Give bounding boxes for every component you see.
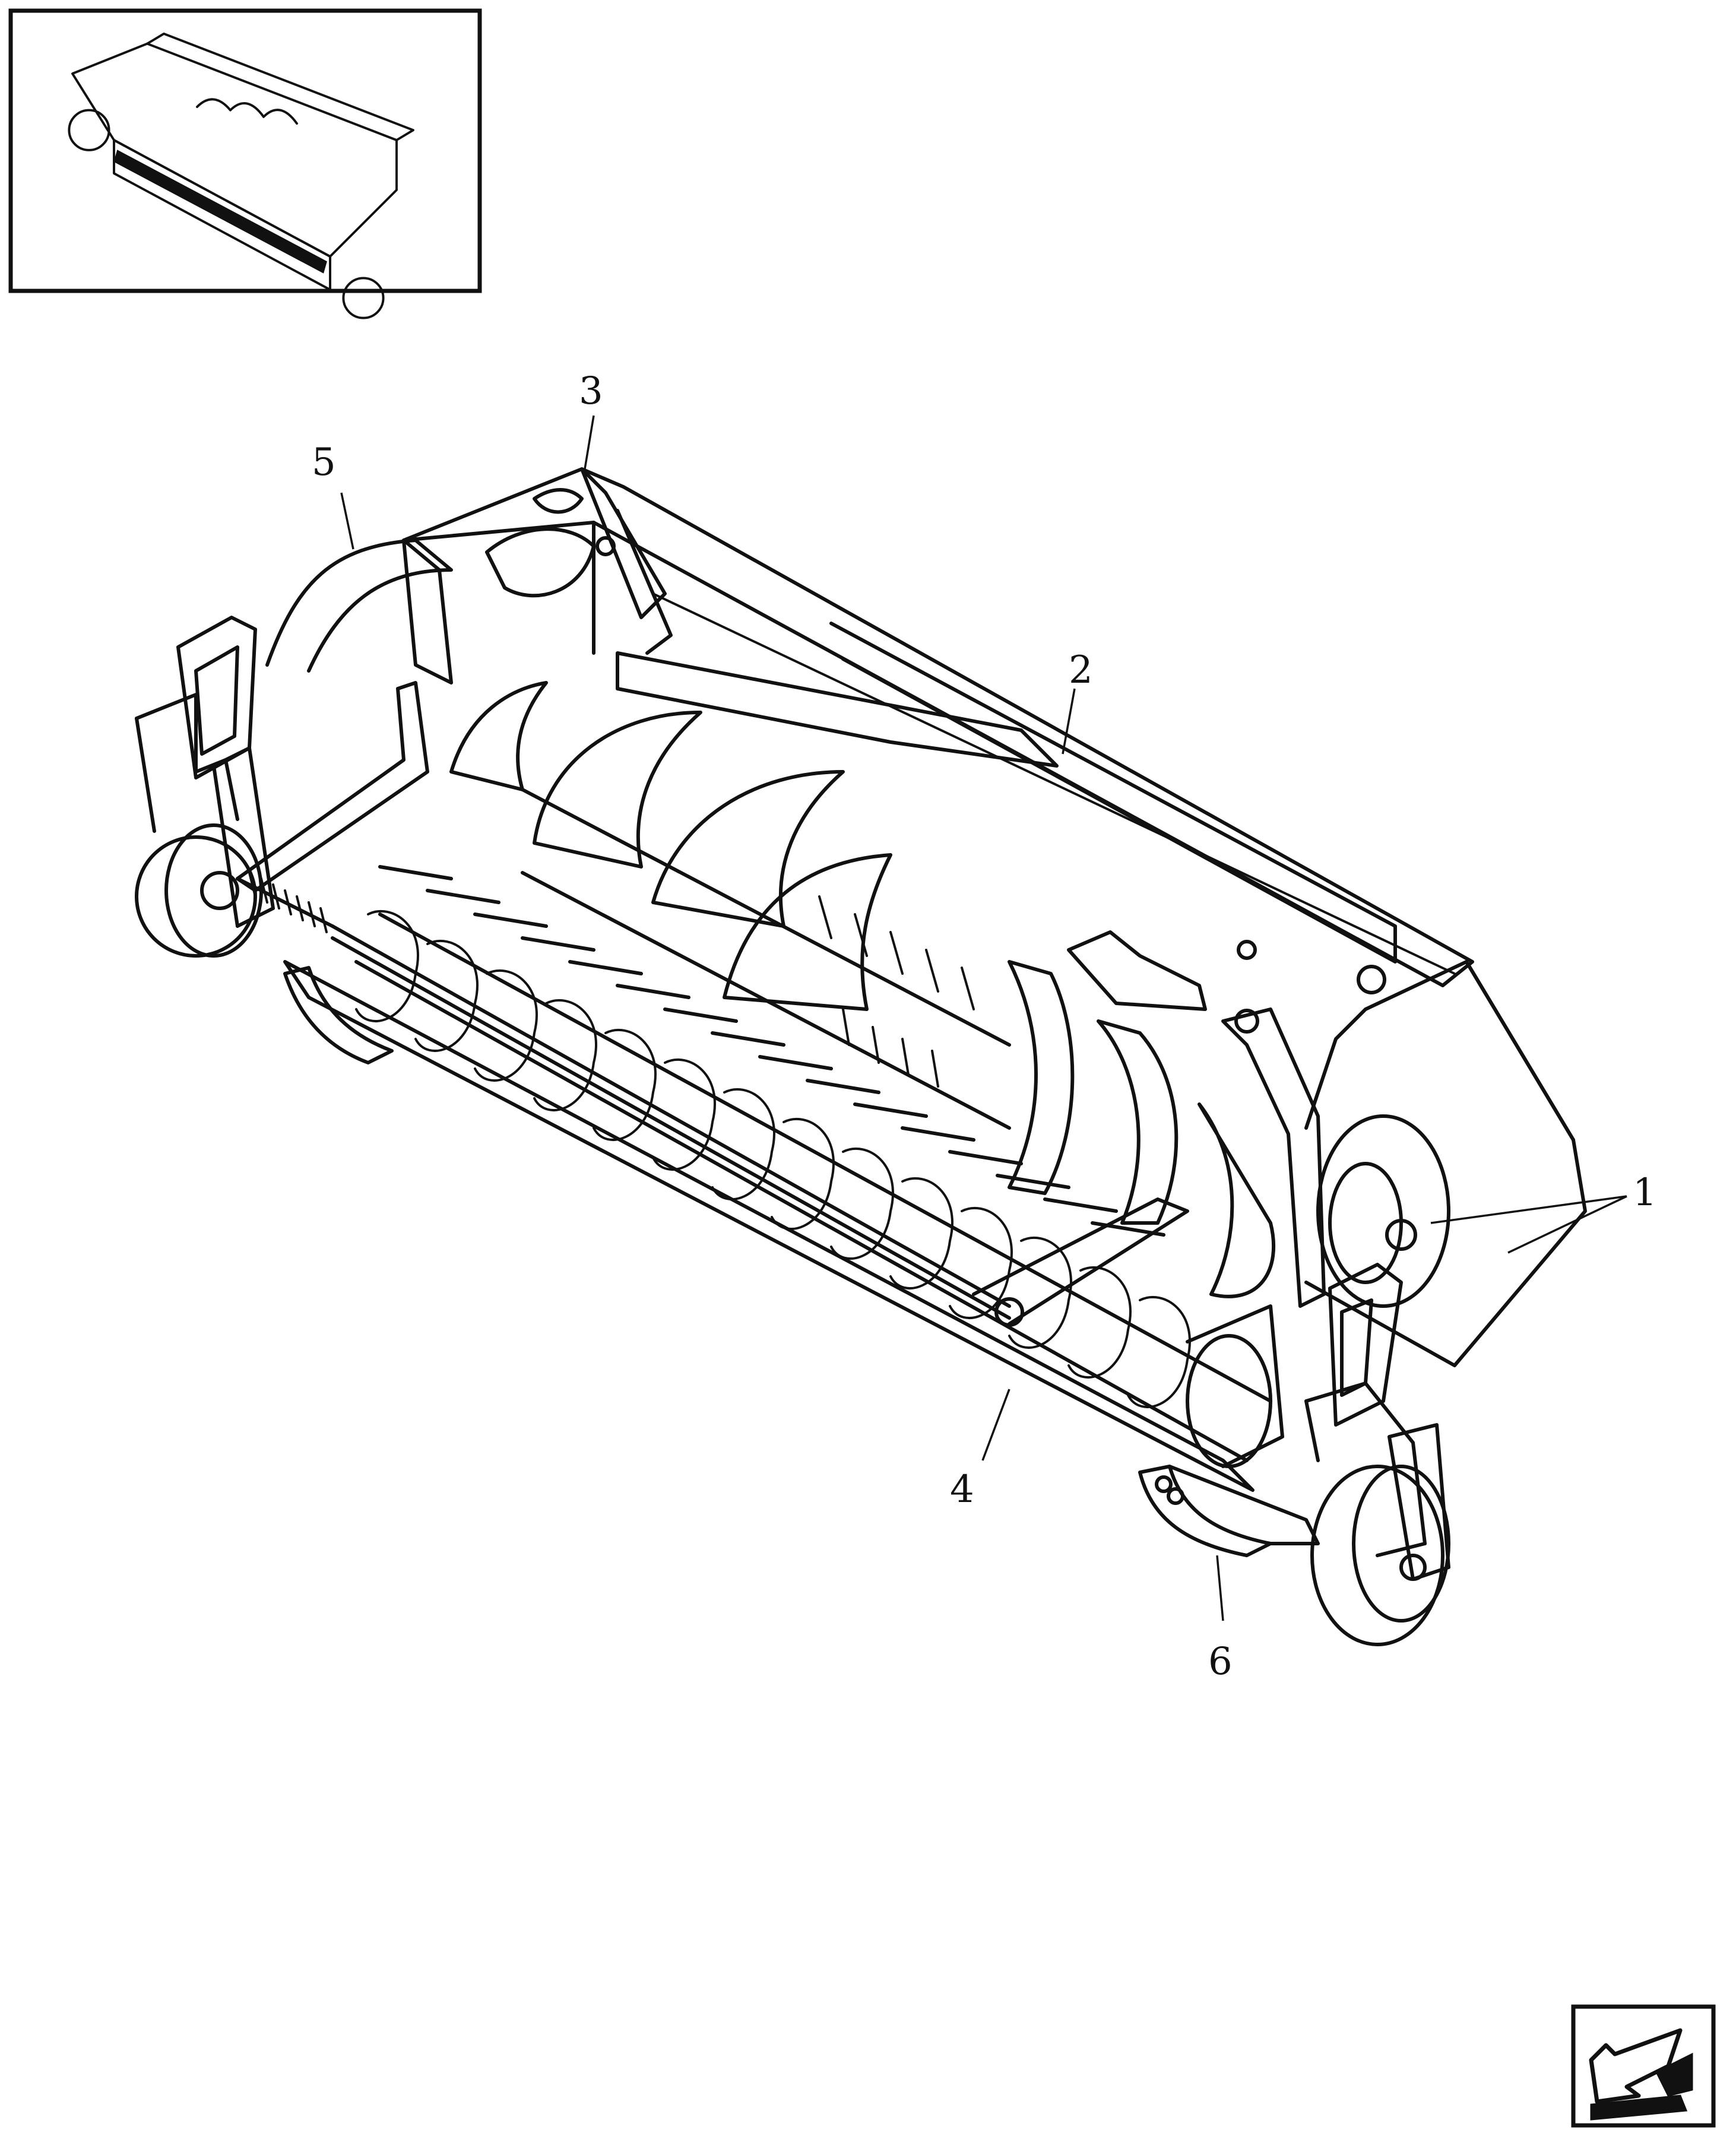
left-support-arm: [135, 538, 453, 958]
leader-5: [340, 492, 354, 550]
leader-4: [981, 1389, 1010, 1461]
leader-2: [1062, 688, 1076, 755]
callout-4: 4: [950, 1468, 974, 1512]
callout-1: 1: [1633, 1171, 1657, 1215]
leader-6: [1216, 1555, 1224, 1621]
auger-fingers: [818, 895, 975, 1088]
reel-tines: [355, 910, 1191, 1408]
auger: [449, 681, 1276, 1298]
callout-2: 2: [1069, 648, 1093, 692]
cross-shaft: [236, 872, 1189, 1327]
skid-shoes: [283, 966, 1320, 1557]
overview-thumbnail: [8, 8, 482, 319]
leader-3: [584, 415, 595, 470]
right-wheel-assembly: [1304, 1263, 1450, 1646]
callout-3: 3: [579, 369, 603, 413]
callout-labels: 1 2 3 4 5 6: [312, 369, 1657, 1684]
right-drive-housing: [1067, 930, 1587, 1367]
leader-1: [1430, 1195, 1627, 1224]
callout-6: 6: [1208, 1640, 1233, 1684]
callout-leaders: [340, 415, 1627, 1621]
next-page-arrow-icon[interactable]: [1571, 2004, 1716, 2128]
rear-frame: [402, 467, 1474, 994]
pickup-header-drawing: [135, 467, 1587, 1646]
callout-5: 5: [312, 441, 336, 484]
leader-1b: [1507, 1195, 1627, 1254]
pickup-reel: [283, 865, 1284, 1492]
